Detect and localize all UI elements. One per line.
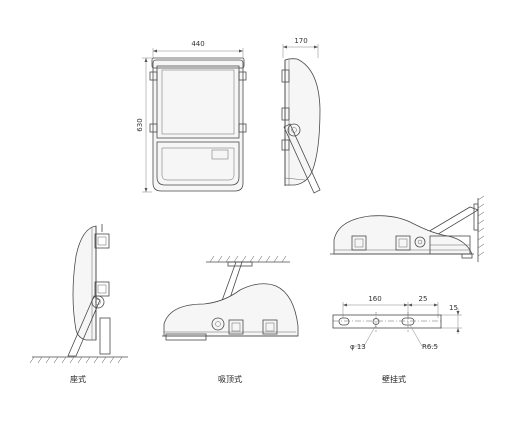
wall-mount-caption: 壁挂式 — [382, 374, 406, 384]
bolt-spacing-label: 160 — [368, 295, 381, 303]
ceiling-mount-caption: 吸顶式 — [218, 374, 242, 384]
floor-mount-view — [29, 224, 128, 364]
floor-mount-caption: 座式 — [70, 374, 86, 384]
side-view: 170 — [281, 37, 321, 194]
slot-radius-label: R6.5 — [422, 343, 438, 351]
slot-length-label: 15 — [449, 304, 458, 312]
front-height-label: 630 — [136, 118, 144, 131]
hole-diameter-label: φ 13 — [350, 343, 366, 351]
side-depth-label: 170 — [294, 37, 307, 45]
bracket-detail-view: 160 25 15 φ 13 R6.5 — [332, 295, 462, 351]
wall-mount-view — [330, 195, 485, 262]
front-width-label: 440 — [191, 40, 204, 48]
edge-offset-label: 25 — [419, 295, 428, 303]
ceiling-mount-view — [162, 255, 299, 341]
front-view: 440 630 — [136, 40, 247, 193]
